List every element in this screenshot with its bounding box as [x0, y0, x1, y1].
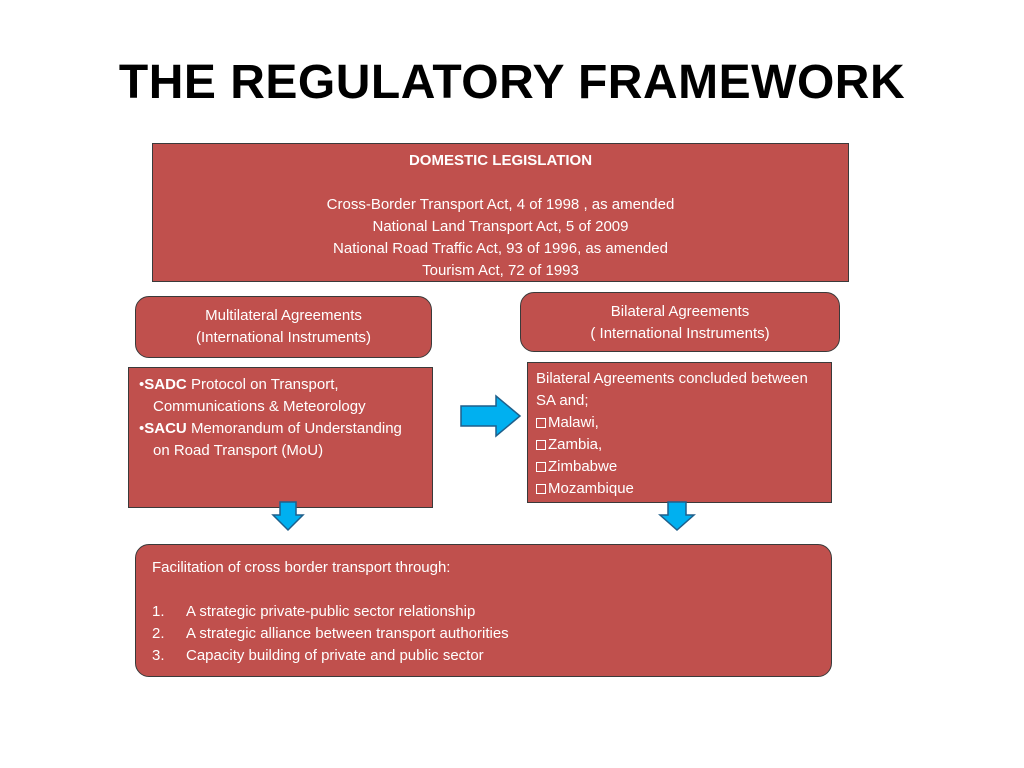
facilitation-intro: Facilitation of cross border transport t…	[152, 559, 451, 576]
item-text: Capacity building of private and public …	[186, 647, 484, 664]
domestic-act: National Land Transport Act, 5 of 2009	[372, 218, 629, 235]
facilitation-box: Facilitation of cross border transport t…	[135, 544, 832, 677]
bilateral-intro: Bilateral Agreements concluded between S…	[536, 370, 808, 409]
country-name: Mozambique	[548, 480, 634, 497]
down-arrow-icon	[658, 501, 696, 532]
item-number: 2.	[152, 625, 165, 642]
list-item: 1. A strategic private-public sector rela…	[152, 601, 815, 623]
list-item: •SADC Protocol on Transport, Communicati…	[139, 376, 366, 415]
multilateral-agreements-box: Multilateral Agreements (International I…	[135, 296, 432, 358]
facilitation-list: 1. A strategic private-public sector rela…	[152, 601, 815, 667]
checkbox-bullet-icon	[536, 484, 546, 494]
bilateral-agreements-box: Bilateral Agreements ( International Ins…	[520, 292, 840, 352]
instrument-description: Protocol on Transport, Communications & …	[153, 376, 366, 415]
instrument-name: SADC	[144, 376, 187, 393]
multilateral-label: Multilateral Agreements	[205, 307, 362, 324]
item-text: A strategic private-public sector relati…	[186, 603, 476, 620]
list-item: 2. A strategic alliance between transport…	[152, 623, 815, 645]
list-item: •SACU Memorandum of Understanding on Roa…	[139, 420, 402, 459]
multilateral-sublabel: (International Instruments)	[195, 329, 372, 346]
checkbox-bullet-icon	[536, 440, 546, 450]
down-arrow-icon	[271, 501, 305, 532]
item-text: A strategic alliance between transport a…	[186, 625, 509, 642]
checkbox-bullet-icon	[536, 462, 546, 472]
bilateral-countries-list: Bilateral Agreements concluded between S…	[527, 362, 832, 503]
list-item: Zambia,	[536, 434, 823, 456]
list-item: Malawi,	[536, 412, 823, 434]
item-number: 3.	[152, 647, 165, 664]
domestic-act: National Road Traffic Act, 93 of 1996, a…	[333, 240, 668, 257]
domestic-act: Cross-Border Transport Act, 4 of 1998 , …	[326, 196, 675, 213]
right-arrow-icon	[460, 394, 522, 438]
list-item: Mozambique	[536, 478, 823, 500]
item-number: 1.	[152, 603, 165, 620]
country-name: Malawi,	[548, 414, 599, 431]
checkbox-bullet-icon	[536, 418, 546, 428]
domestic-legislation-box: DOMESTIC LEGISLATION Cross-Border Transp…	[152, 143, 849, 282]
domestic-heading: DOMESTIC LEGISLATION	[408, 152, 593, 169]
domestic-act: Tourism Act, 72 of 1993	[422, 262, 579, 279]
country-name: Zimbabwe	[548, 458, 618, 475]
country-name: Zambia,	[548, 436, 603, 453]
instrument-name: SACU	[144, 420, 187, 437]
bilateral-sublabel: ( International Instruments)	[590, 325, 770, 342]
list-item: Zimbabwe	[536, 456, 823, 478]
slide-title: THE REGULATORY FRAMEWORK	[118, 56, 906, 109]
instrument-description: Memorandum of Understanding on Road Tran…	[153, 420, 402, 459]
multilateral-instruments-list: •SADC Protocol on Transport, Communicati…	[128, 367, 433, 508]
list-item: 3. Capacity building of private and publi…	[152, 645, 815, 667]
bilateral-label: Bilateral Agreements	[610, 303, 750, 320]
